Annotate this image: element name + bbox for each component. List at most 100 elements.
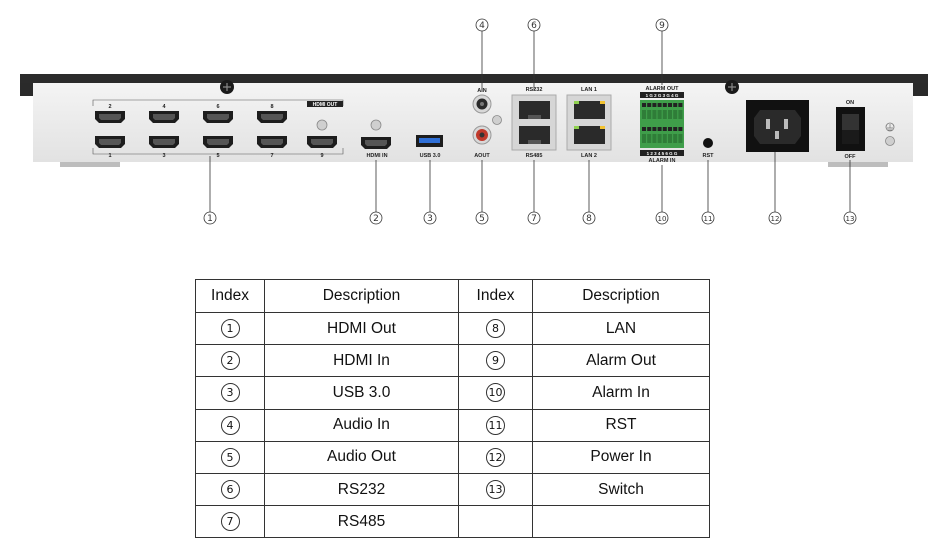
callout-3: 3 — [423, 160, 437, 225]
lan-ports[interactable]: LAN 1 LAN 2 — [566, 87, 612, 159]
hdmi-out-port-7[interactable]: 7 — [257, 136, 287, 159]
index-cell: 12 — [458, 440, 533, 474]
hdmi-out-ground-screw — [316, 119, 328, 131]
index-marker: 4 — [220, 415, 240, 435]
power-inlet[interactable] — [746, 100, 809, 152]
callout-6: 6 — [527, 18, 541, 90]
alarm-out-label: ALARM OUT — [646, 86, 680, 92]
alarm-pin-clamp — [652, 134, 657, 143]
hdmi-port-number: 3 — [162, 153, 165, 159]
index-marker: 10 — [486, 383, 505, 403]
alarm-pin-hole — [673, 127, 678, 131]
svg-text:6: 6 — [531, 21, 537, 31]
alarm-in-label: ALARM IN — [649, 158, 676, 164]
reset-button[interactable]: RST — [703, 138, 715, 159]
power-switch[interactable]: ON OFF — [836, 100, 865, 160]
index-cell: 8 — [458, 311, 533, 346]
hdmi-port-number: 5 — [216, 153, 219, 159]
rst-label: RST — [703, 153, 715, 159]
hdmi-port-number: 6 — [216, 104, 219, 110]
usb-3-port[interactable]: USB 3.0 — [416, 135, 443, 159]
alarm-pin-hole — [678, 127, 683, 131]
alarm-pin-hole — [668, 103, 672, 107]
mounting-screw-right — [725, 80, 739, 94]
audio-out-jack[interactable]: AOUT — [472, 125, 492, 159]
index-cell: 3 — [195, 376, 265, 410]
alarm-pin-hole — [678, 103, 683, 107]
index-cell: 2 — [195, 344, 265, 378]
index-marker: 1 — [220, 319, 240, 339]
alarm-pin-hole — [668, 127, 672, 131]
hdmi-out-port-4[interactable]: 4 — [149, 104, 179, 123]
callout-13: 13 — [843, 160, 857, 225]
callout-11: 11 — [701, 160, 715, 225]
index-cell: 9 — [458, 344, 533, 378]
alarm-pin-clamp — [657, 110, 662, 119]
audio-ground-screw — [492, 115, 502, 125]
header-description-2: Description — [532, 279, 710, 313]
hdmi-out-port-5[interactable]: 5 — [203, 136, 233, 159]
callout-9: 9 — [655, 18, 669, 85]
rs485-label: RS485 — [526, 153, 543, 159]
alarm-pin-clamp — [673, 134, 678, 143]
index-marker: 7 — [220, 512, 240, 532]
description-cell: USB 3.0 — [264, 376, 459, 410]
index-cell: 11 — [458, 408, 533, 442]
svg-text:2: 2 — [373, 214, 379, 224]
index-cell: 5 — [195, 440, 265, 474]
description-cell: RST — [532, 408, 710, 442]
callout-4: 4 — [475, 18, 489, 92]
description-cell: Alarm Out — [532, 344, 710, 378]
hdmi-port-number: 4 — [162, 104, 166, 110]
table-row: 4 Audio In 11 RST — [195, 408, 710, 442]
hdmi-port-number: 8 — [270, 104, 273, 110]
hdmi-out-port-1[interactable]: 1 — [95, 136, 125, 159]
index-marker: 12 — [486, 447, 505, 467]
hdmi-in-port[interactable]: HDMI IN — [361, 119, 391, 159]
svg-text:5: 5 — [479, 214, 485, 224]
index-marker: 2 — [220, 351, 240, 371]
index-marker: 6 — [220, 480, 240, 500]
index-cell: 1 — [195, 311, 265, 346]
rs232-rs485-ports[interactable]: RS232 RS485 — [511, 87, 557, 159]
hdmi-out-port-3[interactable]: 3 — [149, 136, 179, 159]
alarm-pin-clamp — [642, 110, 646, 119]
alarm-pin-hole — [657, 103, 662, 107]
hdmi-port-number: 7 — [270, 153, 273, 159]
mounting-screw-left — [220, 80, 234, 94]
alarm-pin-clamp — [668, 134, 672, 143]
index-cell: 7 — [195, 505, 265, 539]
description-cell: Power In — [532, 440, 710, 474]
description-cell: Switch — [532, 472, 710, 507]
alarm-pin-hole — [647, 127, 652, 131]
alarm-pin-hole — [673, 103, 678, 107]
hdmi-out-port-6[interactable]: 6 — [203, 104, 233, 123]
index-marker: 11 — [486, 415, 505, 435]
svg-text:10: 10 — [658, 215, 667, 223]
alarm-pin-clamp — [647, 134, 652, 143]
callout-12: 12 — [768, 152, 782, 225]
index-marker: 3 — [220, 383, 240, 403]
lan1-label: LAN 1 — [581, 87, 597, 93]
description-cell: Audio In — [264, 408, 459, 442]
alarm-pin-clamp — [662, 134, 667, 143]
alarm-pin-clamp — [647, 110, 652, 119]
svg-text:13: 13 — [846, 215, 855, 223]
hdmi-out-port-8[interactable]: 8 — [257, 104, 287, 123]
callout-2: 2 — [369, 160, 383, 225]
callout-7: 7 — [527, 160, 541, 225]
alarm-pin-clamp — [657, 134, 662, 143]
alarm-pin-clamp — [662, 110, 667, 119]
alarm-terminal-block[interactable]: ALARM OUT 1 G 2 G 3 G 4 G 1 2 3 4 5 6 G … — [640, 86, 684, 164]
callout-5: 5 — [475, 160, 489, 225]
callout-1: 1 — [203, 156, 217, 225]
callout-10: 10 — [655, 165, 669, 225]
svg-text:8: 8 — [586, 214, 592, 224]
svg-text:12: 12 — [771, 215, 780, 223]
hdmi-out-port-2[interactable]: 2 — [95, 104, 125, 123]
alarm-pin-clamp — [678, 134, 683, 143]
hdmi-out-port-9[interactable]: 9 — [307, 136, 337, 159]
